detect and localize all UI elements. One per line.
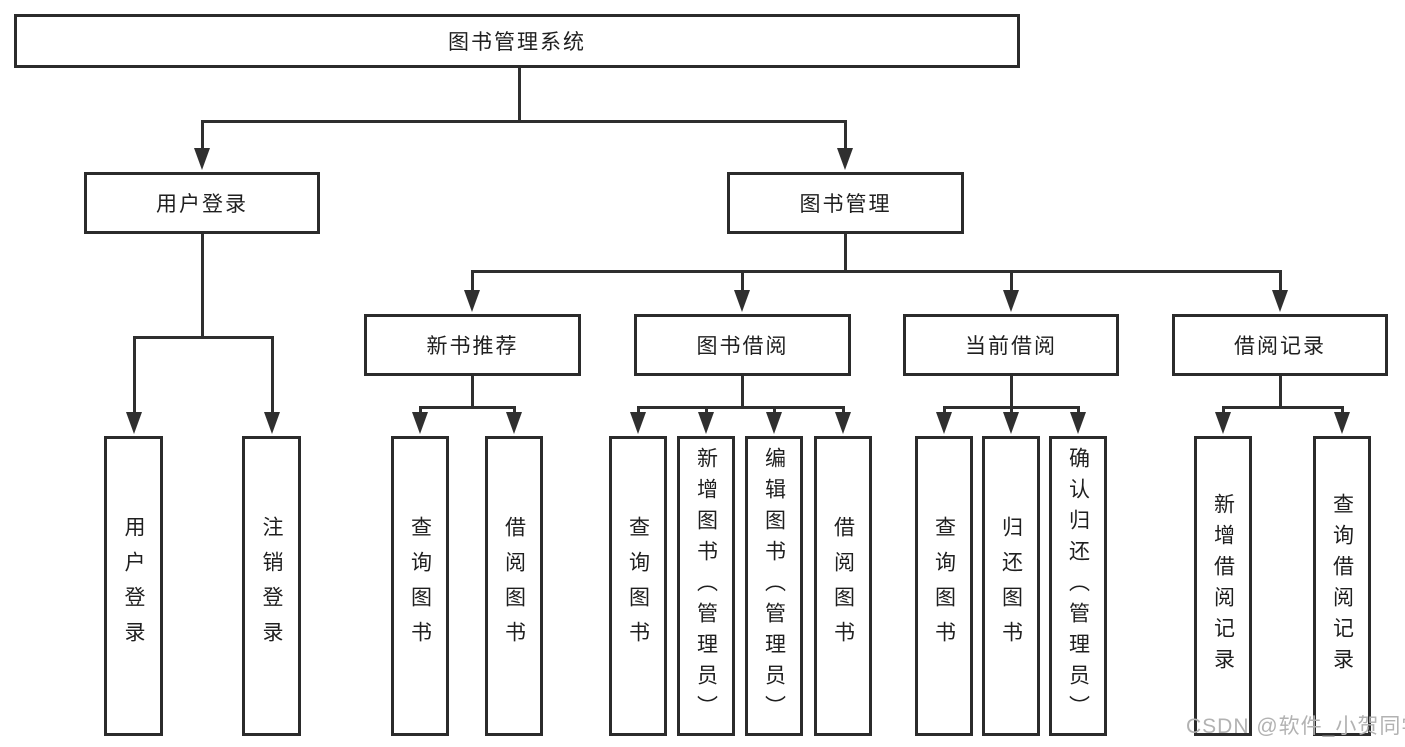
node-label: 注销登录 [260, 516, 283, 656]
leaf-bb-edit-books-admin: 编辑图书（管理员） [745, 436, 803, 736]
connector-line [1222, 406, 1225, 414]
connector-line [201, 120, 846, 123]
node-label: 借阅图书 [831, 516, 855, 656]
connector-line [133, 336, 273, 339]
node-label: 图书管理系统 [448, 31, 586, 54]
connector-line [471, 270, 1281, 273]
arrow-head [464, 290, 480, 312]
arrow-head [766, 412, 782, 434]
node-label: 当前借阅 [965, 335, 1057, 358]
connector-line [201, 234, 204, 337]
connector-line [637, 406, 640, 414]
connector-line [1010, 270, 1013, 292]
arrow-head [630, 412, 646, 434]
node-label: 新书推荐 [426, 335, 519, 358]
connector-line [1222, 406, 1344, 409]
node-book-management: 图书管理 [727, 172, 964, 234]
leaf-br-query-record: 查询借阅记录 [1313, 436, 1371, 736]
leaf-bb-query-books: 查询图书 [609, 436, 667, 736]
connector-line [773, 406, 776, 414]
connector-line [844, 120, 847, 150]
node-label: 借阅记录 [1234, 335, 1326, 358]
arrow-head [1272, 290, 1288, 312]
node-label: 归还图书 [999, 516, 1023, 656]
leaf-nr-query-books: 查询图书 [391, 436, 449, 736]
arrow-head [264, 412, 280, 434]
connector-line [201, 120, 204, 150]
arrow-head [837, 148, 853, 170]
leaf-logout: 注销登录 [242, 436, 301, 736]
connector-line [513, 406, 516, 414]
connector-line [741, 270, 744, 292]
node-label: 查询图书 [932, 516, 956, 656]
arrow-head [194, 148, 210, 170]
connector-line [1341, 406, 1344, 414]
connector-line [271, 336, 274, 413]
leaf-nr-borrow-books: 借阅图书 [485, 436, 543, 736]
node-label: 用户登录 [122, 516, 145, 656]
arrow-head [126, 412, 142, 434]
arrow-head [412, 412, 428, 434]
node-label: 图书借阅 [696, 335, 789, 358]
node-label: 图书管理 [799, 193, 892, 216]
connector-line [1279, 376, 1282, 407]
connector-line [1010, 406, 1013, 414]
leaf-bb-add-books-admin: 新增图书（管理员） [677, 436, 735, 736]
node-label: 查询借阅记录 [1330, 493, 1354, 679]
arrow-head [506, 412, 522, 434]
node-label: 查询图书 [408, 516, 432, 656]
node-user-login: 用户登录 [84, 172, 320, 234]
connector-line [518, 68, 521, 122]
node-label: 新增借阅记录 [1211, 493, 1235, 679]
leaf-cb-return-books: 归还图书 [982, 436, 1040, 736]
leaf-cb-query-books: 查询图书 [915, 436, 973, 736]
leaf-user-login: 用户登录 [104, 436, 163, 736]
leaf-bb-borrow-books: 借阅图书 [814, 436, 872, 736]
arrow-head [1334, 412, 1350, 434]
arrow-head [835, 412, 851, 434]
connector-line [471, 376, 474, 407]
node-label: 编辑图书（管理员） [762, 446, 786, 726]
node-label: 用户登录 [156, 193, 248, 216]
connector-line [419, 406, 422, 414]
arrow-head [698, 412, 714, 434]
connector-line [1077, 406, 1080, 414]
connector-line [842, 406, 845, 414]
arrow-head [1215, 412, 1231, 434]
arrow-head [936, 412, 952, 434]
arrow-head [1003, 290, 1019, 312]
node-book-borrow: 图书借阅 [634, 314, 851, 376]
node-label: 查询图书 [626, 516, 650, 656]
leaf-br-add-record: 新增借阅记录 [1194, 436, 1252, 736]
connector-line [1010, 376, 1013, 407]
connector-line [1279, 270, 1282, 292]
connector-line [943, 406, 946, 414]
arrow-head [1070, 412, 1086, 434]
connector-line [741, 376, 744, 407]
connector-line [419, 406, 516, 409]
node-label: 借阅图书 [502, 516, 526, 656]
arrow-head [1003, 412, 1019, 434]
node-label: 确认归还（管理员） [1066, 446, 1090, 726]
node-current-borrow: 当前借阅 [903, 314, 1119, 376]
connector-line [705, 406, 708, 414]
connector-line [471, 270, 474, 292]
leaf-cb-confirm-return-admin: 确认归还（管理员） [1049, 436, 1107, 736]
watermark: CSDN @软件_小贺同学 [1186, 715, 1405, 738]
connector-line [133, 336, 136, 413]
node-borrow-records: 借阅记录 [1172, 314, 1388, 376]
connector-line [844, 234, 847, 272]
node-root: 图书管理系统 [14, 14, 1020, 68]
connector-line [637, 406, 844, 409]
arrow-head [734, 290, 750, 312]
node-label: 新增图书（管理员） [694, 446, 718, 726]
node-new-book-recommend: 新书推荐 [364, 314, 581, 376]
